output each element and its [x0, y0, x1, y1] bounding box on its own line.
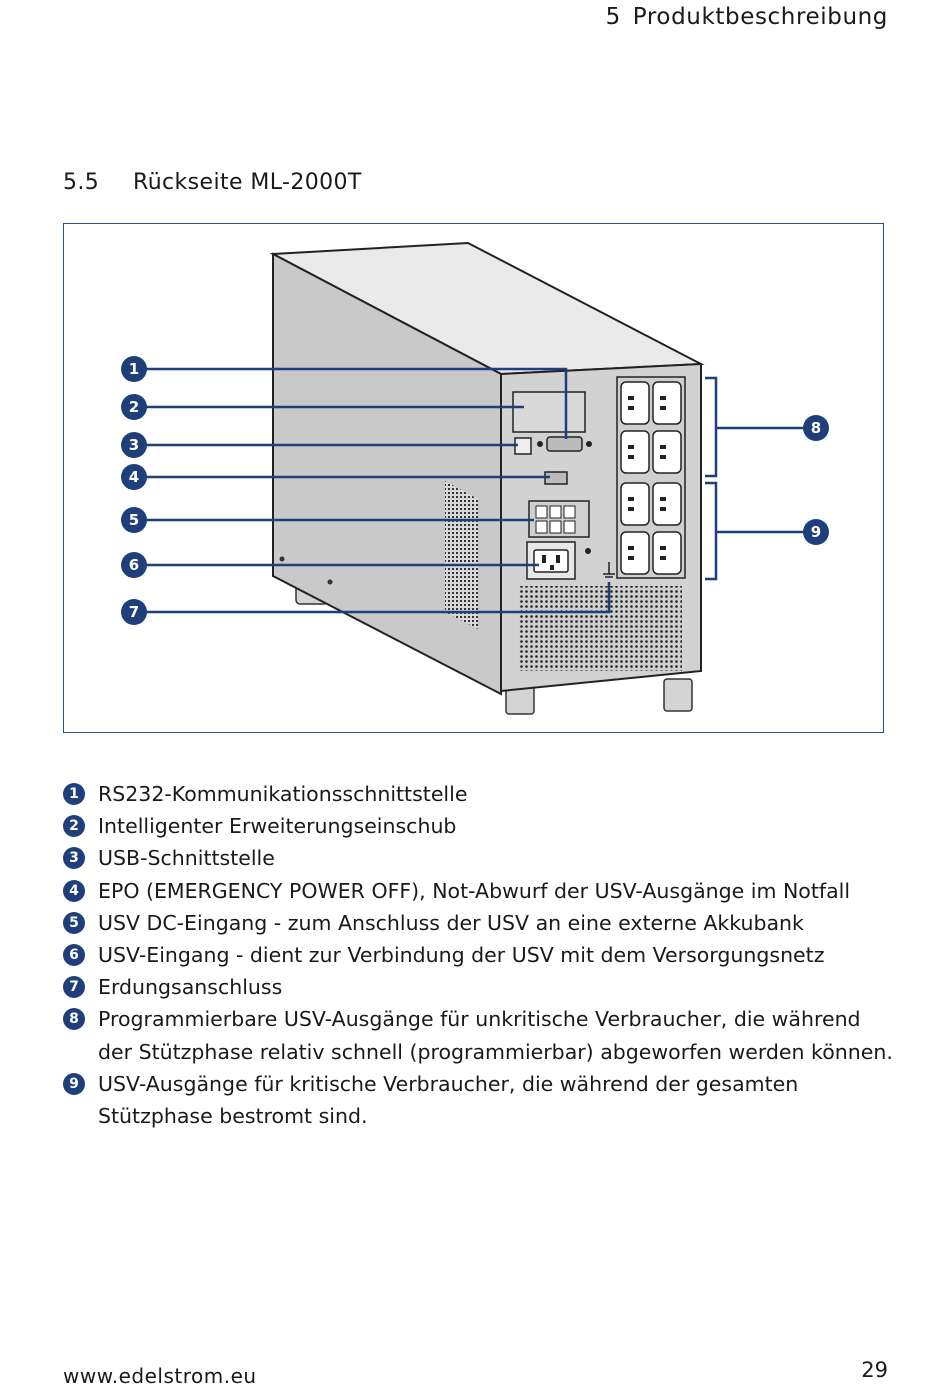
callout-3-label: 3 — [129, 436, 139, 454]
callout-9-label: 9 — [811, 523, 821, 541]
legend-number-badge: 6 — [63, 944, 85, 967]
legend-item: 9 USV-Ausgänge für kritische Verbraucher,… — [63, 1068, 893, 1132]
page-number: 29 — [861, 1358, 888, 1382]
legend-text: Intelligenter Erweiterungseinschub — [98, 814, 457, 839]
legend-number-badge: 3 — [63, 847, 85, 870]
legend-text: USV-Ausgänge für kritische Verbraucher, … — [98, 1071, 799, 1129]
legend-item: 8 Programmierbare USV-Ausgänge für unkrit… — [63, 1003, 893, 1067]
footer-url: www.edelstrom.eu — [63, 1364, 257, 1388]
legend-item: 5 USV DC-Eingang - zum Anschluss der USV … — [63, 907, 893, 939]
legend-text: USV-Eingang - dient zur Verbindung der U… — [98, 943, 825, 968]
callout-2-label: 2 — [129, 398, 139, 416]
callout-4: 4 — [121, 464, 147, 490]
legend-number-badge: 7 — [63, 976, 85, 999]
ups-rear-figure: 1 2 3 4 5 6 7 8 9 — [63, 223, 884, 733]
chapter-title: Produktbeschreibung — [632, 4, 888, 30]
callout-lines — [144, 367, 804, 614]
rs232-port — [546, 436, 583, 452]
callout-badges: 1 2 3 4 5 6 7 8 9 — [121, 356, 829, 625]
legend-text: USV DC-Eingang - zum Anschluss der USV a… — [98, 910, 804, 935]
legend-text: Programmierbare USV-Ausgänge für unkriti… — [98, 1007, 893, 1064]
legend-number-badge: 9 — [63, 1072, 85, 1095]
expansion-slot — [512, 391, 586, 433]
output-outlets — [620, 381, 682, 575]
callout-6-label: 6 — [129, 556, 139, 574]
rear-foot-right — [663, 678, 693, 712]
ups-rear-illustration: 1 2 3 4 5 6 7 8 9 — [121, 241, 829, 715]
callout-7: 7 — [121, 599, 147, 625]
section-number: 5.5 — [63, 170, 100, 195]
legend-text: EPO (EMERGENCY POWER OFF), Not-Abwurf de… — [98, 878, 851, 903]
callout-4-label: 4 — [129, 468, 139, 486]
legend-item: 1 RS232-Kommunikationsschnittstelle — [63, 778, 893, 810]
legend-item: 3 USB-Schnittstelle — [63, 842, 893, 874]
legend-text: Erdungsanschluss — [98, 975, 283, 1000]
callout-5: 5 — [121, 507, 147, 533]
legend-item: 6 USV-Eingang - dient zur Verbindung der … — [63, 939, 893, 971]
callout-2: 2 — [121, 394, 147, 420]
section-title: Rückseite ML-2000T — [133, 170, 362, 195]
legend-text: RS232-Kommunikationsschnittstelle — [98, 782, 468, 806]
side-vent — [445, 481, 478, 629]
legend-text: USB-Schnittstelle — [98, 846, 275, 871]
callout-3: 3 — [121, 432, 147, 458]
rear-vent — [519, 586, 682, 671]
legend-item: 4 EPO (EMERGENCY POWER OFF), Not-Abwurf d… — [63, 875, 893, 907]
section-heading: 5.5 Rückseite ML-2000T — [63, 170, 362, 195]
legend-number-badge: 4 — [63, 879, 85, 902]
callout-1: 1 — [121, 356, 147, 382]
legend-list: 1 RS232-Kommunikationsschnittstelle 2 Inte… — [63, 778, 893, 1132]
legend-number-badge: 5 — [63, 911, 85, 934]
legend-number-badge: 8 — [63, 1008, 85, 1031]
running-header: 5 Produktbeschreibung — [606, 4, 888, 30]
legend-number-badge: 1 — [63, 783, 85, 805]
callout-8: 8 — [803, 415, 829, 441]
callout-5-label: 5 — [129, 511, 139, 529]
callout-7-label: 7 — [129, 603, 139, 621]
legend-item: 2 Intelligenter Erweiterungseinschub — [63, 810, 893, 842]
legend-number-badge: 2 — [63, 815, 85, 838]
callout-8-label: 8 — [811, 419, 821, 437]
callout-6: 6 — [121, 552, 147, 578]
legend-item: 7 Erdungsanschluss — [63, 971, 893, 1003]
chapter-number: 5 — [605, 4, 621, 30]
callout-9: 9 — [803, 519, 829, 545]
callout-1-label: 1 — [129, 360, 139, 378]
